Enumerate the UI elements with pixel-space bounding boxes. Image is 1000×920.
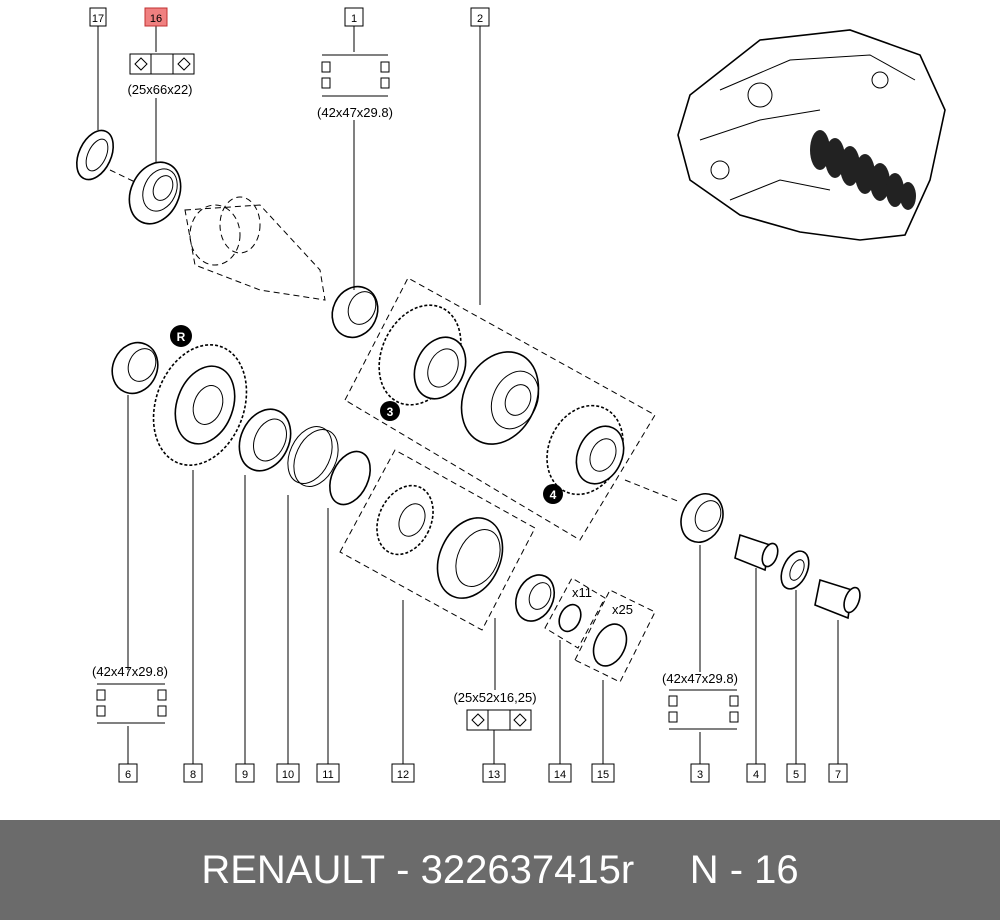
callout-13: [482, 763, 506, 783]
marker-4: 4: [543, 484, 563, 504]
callout-16-label: 16: [150, 13, 162, 25]
exploded-gearbox-diagram: R 3 4 17 16 (25x66x22) 1 (42x47x29.8) 2: [76, 7, 946, 783]
part-13-bearing: [514, 574, 556, 622]
needle-bearing-symbol-6: [96, 683, 167, 724]
quantity-15: x25: [612, 602, 633, 617]
part-6-needle-bearing: [111, 341, 159, 395]
dimension-6: (42x47x29.8): [92, 664, 168, 679]
part-gear-4: [546, 404, 625, 496]
part-16-bearing: [128, 161, 182, 225]
dimension-3: (42x47x29.8): [662, 671, 738, 686]
callout-16: [144, 7, 168, 27]
callout-2: [470, 7, 490, 27]
svg-text:3: 3: [387, 405, 394, 419]
footer-separator: -: [385, 847, 421, 892]
bearing-symbol-13: [466, 709, 532, 731]
footer-gap: [634, 848, 690, 893]
part-7-bush: [814, 578, 861, 620]
callout-1: [344, 7, 364, 27]
callout-13-label: 13: [488, 769, 500, 781]
svg-text:R: R: [177, 330, 186, 344]
callout-1-label: 1: [351, 13, 357, 25]
needle-bearing-symbol-3: [668, 689, 739, 730]
part-3-needle-bearing: [680, 493, 724, 543]
part-9-synchro-ring: [238, 408, 292, 472]
gearbox-housing-illustration: [677, 29, 946, 241]
footer-banner: RENAULT - 322637415r N - 16: [0, 820, 1000, 920]
callout-9: [235, 763, 255, 783]
part-10-spring-ring: [287, 426, 339, 487]
quantity-14: x11: [572, 585, 592, 600]
part-4-bush: [734, 533, 779, 572]
callout-11: [316, 763, 340, 783]
callout-5-label: 5: [793, 769, 799, 781]
group-12-outline: [339, 449, 536, 631]
callout-6-label: 6: [125, 769, 131, 781]
callout-10-label: 10: [282, 769, 294, 781]
callout-12: [391, 763, 415, 783]
callout-12-label: 12: [397, 769, 409, 781]
callout-8-label: 8: [190, 769, 196, 781]
part-15-shim: [592, 623, 628, 667]
footer-part-number: 322637415r: [420, 847, 635, 892]
callout-3: [690, 763, 710, 783]
part-8-reverse-gear: [152, 344, 248, 466]
bearing-symbol-16: [129, 53, 195, 75]
callout-5: [786, 763, 806, 783]
shaft-ghost: [184, 196, 326, 301]
part-12-hub: [376, 484, 434, 556]
footer-brand: RENAULT: [201, 847, 386, 892]
group-14-outline: [544, 577, 606, 649]
dimension-1: (42x47x29.8): [317, 105, 393, 120]
dimension-16: (25x66x22): [127, 82, 192, 97]
needle-bearing-symbol-1: [321, 54, 390, 97]
callout-15-label: 15: [597, 769, 609, 781]
group-2-outline: [344, 277, 656, 541]
dimension-13: (25x52x16,25): [453, 690, 536, 705]
callout-8: [183, 763, 203, 783]
callout-4: [746, 763, 766, 783]
part-14-shim: [558, 603, 582, 633]
callout-17: [89, 7, 107, 27]
callout-17-label: 17: [92, 13, 104, 25]
footer-ref: N - 16: [689, 847, 799, 892]
callout-14: [548, 763, 572, 783]
marker-r: R: [170, 325, 192, 347]
part-gear-3: [378, 304, 467, 406]
group-15-outline: [574, 589, 656, 683]
callout-7: [828, 763, 848, 783]
part-1-needle-bearing: [331, 285, 379, 339]
part-5-washer: [780, 550, 810, 590]
callout-15: [591, 763, 615, 783]
part-12-sleeve: [436, 517, 504, 599]
callout-2-label: 2: [477, 13, 483, 25]
part-synchro-hub: [460, 351, 540, 445]
callout-10: [276, 763, 300, 783]
callout-9-label: 9: [242, 769, 248, 781]
callout-7-label: 7: [835, 769, 841, 781]
marker-3: 3: [380, 401, 400, 421]
part-11-ring: [329, 450, 371, 506]
callout-14-label: 14: [554, 769, 566, 781]
callout-11-label: 11: [322, 769, 333, 781]
callout-4-label: 4: [753, 769, 759, 781]
callout-6: [118, 763, 138, 783]
svg-text:4: 4: [550, 488, 557, 502]
callout-3-label: 3: [697, 769, 703, 781]
part-17-circlip: [76, 129, 114, 181]
